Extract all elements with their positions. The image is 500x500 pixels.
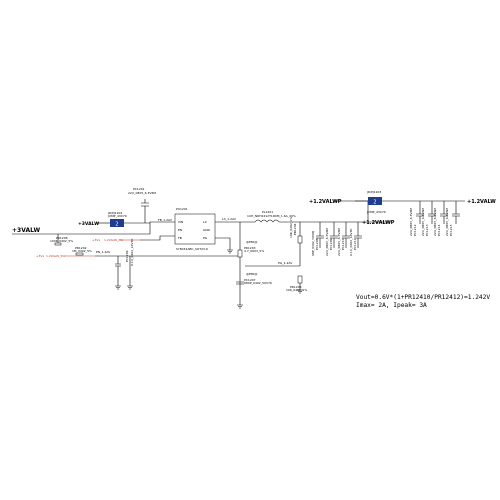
- jumper-right-ref: JR/PJ1203: [366, 190, 381, 194]
- inductor-pl1201: [254, 219, 280, 223]
- resistor-pr1202: [75, 252, 84, 256]
- net-label-en: EN_1.2AV: [96, 250, 111, 254]
- cap-pc1211: [354, 222, 362, 248]
- pc1211-ref: PC1211: [353, 238, 357, 250]
- wire-ic-pg: [215, 237, 231, 250]
- cap-pc1209: [330, 222, 338, 248]
- net-label-lx: LX_1.2AV: [222, 217, 237, 221]
- net-label-1v2valwp-top: +1.2VALWP: [309, 199, 342, 205]
- pc1213-value: 22U_0805_6.3V6M: [421, 208, 425, 236]
- wire-enable-to-ic: [140, 235, 175, 241]
- pc1215-value: 22U_0805_6.3V6M: [445, 208, 449, 236]
- pc1209-value: 22U_0805_6.3V6M: [325, 228, 329, 256]
- ic-pin-gnd: GND: [203, 228, 211, 232]
- pr1203-ref: PR1203: [244, 246, 256, 250]
- pc1210-value: 22U_0805_6.3V6M: [337, 228, 341, 256]
- pl1201-value: 1UH_NRH2412T1R0M_1.6A_20%: [247, 214, 296, 218]
- pc1206-value: 0.1U_0402_16V7K: [130, 238, 134, 266]
- ic-pin-vin: VIN: [178, 220, 183, 224]
- pc1214-ref: PC1214: [437, 224, 441, 236]
- snubber-tag-top: @EMI@: [246, 240, 257, 244]
- ic-pin-en: EN: [178, 228, 182, 232]
- pc1208-value: 68P_0402_50V8J: [311, 231, 315, 256]
- pl1201-ref: PL1201: [262, 210, 273, 214]
- ic-ref: PU1201: [176, 207, 188, 211]
- pr1202-ref: PR1202: [75, 246, 87, 250]
- pc1201-ref: PC1201: [133, 187, 145, 191]
- cap-pc1206: [115, 263, 121, 286]
- cap-pc1208: [316, 222, 324, 248]
- net-label-pg-mid: 1.2VALW_PG: [46, 254, 65, 258]
- ic-value: SY8032ABC_SOT23-6: [176, 247, 208, 251]
- net-label-3valw-jumper: +3VALW: [78, 221, 99, 227]
- cap-pc1215: [452, 201, 460, 224]
- resistor-pr1208: [54, 242, 62, 246]
- resistor-pr1203: [237, 249, 243, 258]
- net-label-3vs-mid: +3Vs: [36, 254, 44, 258]
- pc1215-ref: PC1215: [449, 224, 453, 236]
- jumper-left: [110, 219, 124, 227]
- ic-pu1201: [174, 213, 216, 245]
- jumper-left-value: JUMP_43X79: [107, 214, 127, 218]
- jumper-left-ref: JR/PJ1202: [107, 211, 122, 215]
- cap-pc1213: [428, 201, 436, 224]
- pc1210-ref: PC1210: [341, 238, 345, 250]
- cap-pc1201: [141, 199, 149, 207]
- cap-pc1207: [236, 281, 244, 285]
- pc1208-ref: PC1208: [315, 238, 319, 250]
- note-currents: Imax= 2A, Ipeak= 3A: [356, 302, 427, 309]
- ic-pin-pg: PG: [203, 236, 208, 240]
- pc1214-value: 22U_0805_6.3V6M: [433, 208, 437, 236]
- ground-ic: [227, 249, 233, 254]
- cap-pc1212: [416, 201, 424, 224]
- net-label-pg: PG_1.2AV: [278, 261, 293, 265]
- pr1205-ref: PR1205: [290, 285, 302, 289]
- ic-pin-lx: LX: [203, 220, 207, 224]
- pc1206-ref: PC1206: [125, 250, 129, 262]
- ground-snubber: [237, 304, 243, 309]
- pc1211-value: 0.1U_0402_16V7K: [349, 228, 353, 256]
- cap-pc1210: [342, 222, 350, 248]
- pr1203-value: 4.7_0603_5%: [244, 249, 264, 253]
- resistor-pr1205: [297, 275, 303, 284]
- pr1205-value: 10K_0402_1%: [286, 288, 307, 292]
- resistor-pr1204: [297, 235, 303, 244]
- pc1213-ref: PC1213: [425, 224, 429, 236]
- pr1208-ref: PR1208: [56, 236, 68, 240]
- jumper-left-marker: 2: [115, 222, 118, 228]
- net-label-3valw-input: +3VALW: [12, 227, 40, 234]
- jumper-right: [368, 197, 382, 205]
- jumper-right-value: JUMP_43X79: [366, 210, 386, 214]
- net-label-3vs-left: +3Vs: [92, 238, 100, 242]
- ground-left: [127, 285, 133, 290]
- pc1207-ref: PC1207: [244, 278, 256, 282]
- net-label-1v2valwp-mid: +1.2VALWP: [362, 220, 395, 226]
- wire-3valw-input: [12, 221, 175, 235]
- pr1204-value: 10K_0402_1%: [289, 217, 293, 238]
- ground-pc1206: [115, 285, 121, 290]
- pc1207-value: 680P_0402_50V7K: [244, 281, 273, 285]
- pc1212-value: 22U_0805_6.3V6M: [409, 208, 413, 236]
- pr1208-value: 100K_0402_5%: [50, 239, 73, 243]
- cap-pc1214: [440, 201, 448, 224]
- jumper-right-marker: 2: [373, 200, 376, 206]
- pc1209-ref: PC1209: [329, 238, 333, 250]
- note-vout-formula: Vout=0.6V*(1+PR12410/PR12412)=1.242V: [356, 294, 490, 301]
- ground-fb: [297, 289, 303, 294]
- pc1212-ref: PC1212: [413, 224, 417, 236]
- pc1201-value: 22U_0805_6.3V6M: [128, 191, 156, 195]
- net-label-pg-left: 1.2VALW_PG: [104, 238, 123, 242]
- pr1202-value: 1M_0402_5%: [72, 249, 92, 253]
- net-label-fb: FB_1.2AV: [158, 218, 173, 222]
- ic-pin-fb: FB: [178, 236, 182, 240]
- snubber-tag-bot: @EMI@: [246, 272, 257, 276]
- pr1204-ref: PR1204: [293, 223, 297, 235]
- net-label-1v2valw: +1.2VALW: [467, 199, 496, 205]
